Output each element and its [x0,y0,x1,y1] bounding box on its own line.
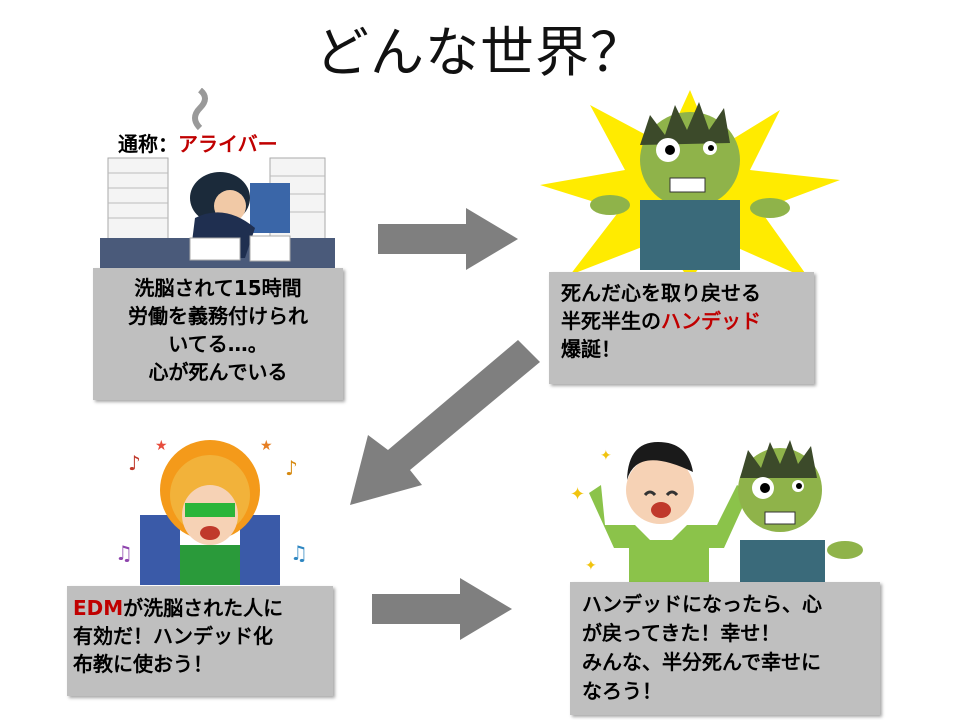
box1-line-3: いてる…。 [168,332,268,356]
box3-line-1: EDMが洗脳された人に [73,594,333,622]
svg-text:✦: ✦ [570,484,585,505]
svg-text:✦: ✦ [585,558,597,574]
nickname-label: 通称：アライバー [118,128,278,157]
page-title: どんな世界？ [315,21,645,84]
box2-line-2-prefix: 半死半生の [561,309,661,333]
svg-text:♫: ♫ [290,541,308,565]
box1-line-4: 心が死んでいる [148,360,288,384]
box3-line-3: 布教に使おう！ [73,652,213,676]
svg-text:♪: ♪ [128,451,141,475]
svg-text:★: ★ [155,438,168,454]
nickname-name: アライバー [178,132,278,156]
box2-line-2: 半死半生のハンデッド [561,307,814,335]
box1-line-1: 洗脳されて15時間 [134,276,302,300]
svg-text:♪: ♪ [285,456,298,480]
box4-line-3: みんな、半分死んで幸せに [582,650,821,674]
overworked-worker-illustration [100,88,335,273]
happy-human-zombie-illustration: ✦ ✦ ✦ [570,440,863,590]
happiness-result-box: ハンデッドになったら、心 が戻ってきた！幸せ！ みんな、半分死んで幸せに なろう… [570,582,880,715]
box3-line-2: 有効だ！ハンデッド化 [73,624,273,648]
box2-line-1: 死んだ心を取り戻せる [561,281,761,305]
arrow-diagonal-down-left [350,340,540,505]
edm-proposal-box: EDMが洗脳された人に 有効だ！ハンデッド化 布教に使おう！ [67,586,333,696]
box2-line-3: 爆誕！ [561,337,621,361]
nickname-prefix: 通称： [118,132,178,156]
box3-line-1-highlight: EDM [73,596,124,620]
svg-text:♫: ♫ [115,541,133,565]
arrow-right-top [378,208,518,270]
zombie-burst-illustration [540,90,840,280]
box4-line-1: ハンデッドになったら、心 [582,592,822,616]
edm-dancer-illustration: ♪ ♫ ♪ ♫ ★ ★ [115,438,308,585]
svg-text:★: ★ [260,438,273,454]
arrow-right-bottom [372,578,512,640]
svg-text:✦: ✦ [600,448,612,464]
box3-line-1-rest: が洗脳された人に [123,596,284,620]
box4-line-4: なろう！ [582,679,662,703]
handead-birth-box: 死んだ心を取り戻せる 半死半生のハンデッド 爆誕！ [549,272,814,384]
overwork-description-box: 洗脳されて15時間 労働を義務付けられ いてる…。 心が死んでいる [93,268,343,400]
box1-line-2: 労働を義務付けられ [128,304,308,328]
box4-line-2: が戻ってきた！幸せ！ [582,621,781,645]
box2-line-2-highlight: ハンデッド [661,309,761,333]
